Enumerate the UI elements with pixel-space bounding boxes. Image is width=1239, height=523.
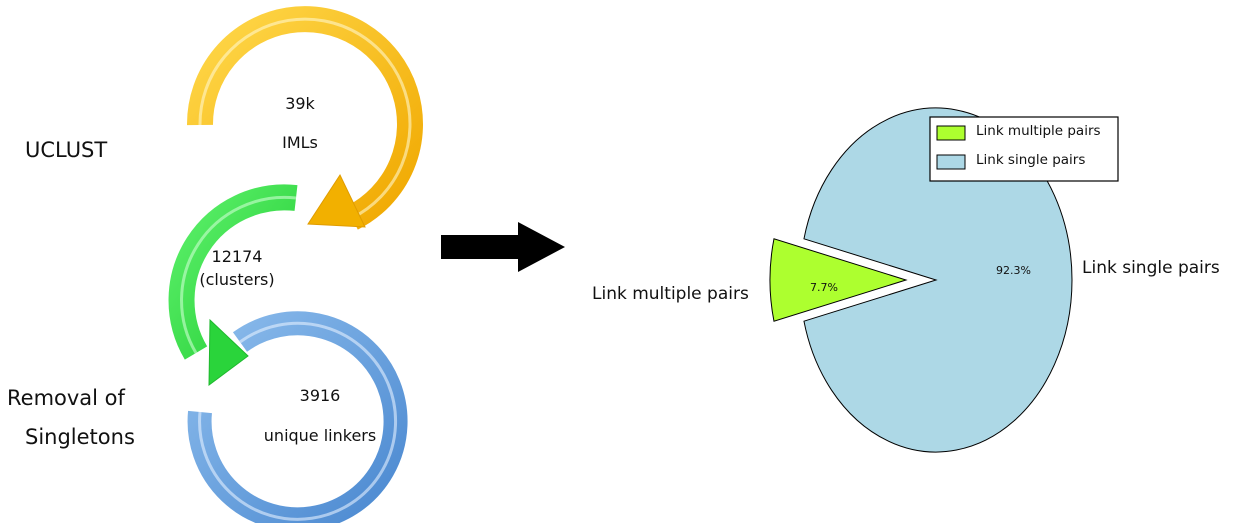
legend-swatch-multiple — [936, 125, 966, 141]
pie-chart — [769, 107, 1073, 453]
legend-swatch-single — [936, 154, 966, 170]
step-label-removal-line1: Removal of — [7, 386, 125, 410]
pie-label-multiple: Link multiple pairs — [592, 284, 749, 304]
legend-label-multiple: Link multiple pairs — [976, 123, 1101, 139]
legend-box — [929, 116, 1119, 182]
ring-value-linkers: 3916 — [299, 386, 341, 405]
pie-pct-single: 92.3% — [996, 264, 1031, 277]
legend-label-single: Link single pairs — [976, 152, 1086, 168]
ring-caption-clusters: (clusters) — [199, 270, 275, 289]
right-arrow-icon — [441, 222, 565, 272]
ring-caption-linkers: unique linkers — [263, 426, 377, 445]
ring-value-iml: 39k — [285, 94, 315, 113]
step-label-removal-line2: Singletons — [25, 425, 135, 449]
pie-legend — [929, 116, 1119, 182]
step-label-uclust: UCLUST — [25, 138, 108, 162]
ring-caption-iml: IMLs — [282, 133, 318, 152]
pie-slice-single — [803, 107, 1073, 453]
pie-slice-multiple — [769, 238, 908, 322]
pie-pct-multiple: 7.7% — [810, 281, 838, 294]
ring-arrow-linkers — [187, 311, 408, 523]
ring-arrow-clusters — [168, 184, 298, 387]
yellow-arrowhead — [307, 173, 366, 228]
ring-value-clusters: 12174 — [211, 247, 263, 266]
green-arrowhead — [208, 318, 249, 387]
pie-label-single: Link single pairs — [1082, 258, 1220, 278]
ring-arrow-iml — [186, 6, 423, 230]
